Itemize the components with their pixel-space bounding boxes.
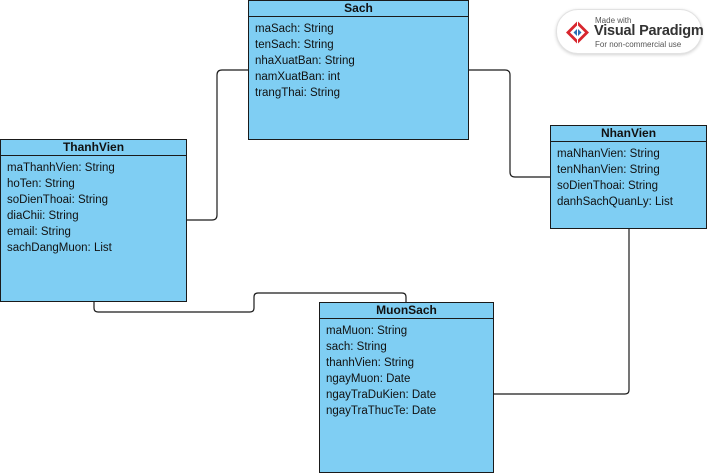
brand-name: Visual Paradigm — [594, 23, 704, 39]
attribute-list: maSach: String tenSach: String nhaXuatBa… — [249, 17, 468, 101]
attribute: nhaXuatBan: String — [255, 55, 355, 67]
association-sach-nhanvien — [469, 69, 550, 178]
attribute: soDienThoai: String — [7, 194, 108, 206]
attribute: diaChii: String — [7, 210, 79, 222]
class-box-thanhvien[interactable]: ThanhVien maThanhVien: String hoTen: Str… — [0, 139, 187, 302]
attribute: tenNhanVien: String — [557, 164, 660, 176]
attribute: trangThai: String — [255, 87, 341, 99]
attribute: namXuatBan: int — [255, 71, 341, 83]
attribute: maNhanVien: String — [557, 148, 660, 160]
attribute: ngayTraThucTe: Date — [326, 405, 437, 417]
attribute-list: maMuon: String sach: String thanhVien: S… — [320, 319, 493, 419]
class-box-muonsach[interactable]: MuonSach maMuon: String sach: String tha… — [319, 302, 494, 473]
class-name: MuonSach — [320, 303, 493, 319]
usage-note: For non-commercial use — [595, 40, 682, 49]
attribute-list: maNhanVien: String tenNhanVien: String s… — [551, 142, 706, 210]
attribute: sachDangMuon: List — [7, 242, 112, 254]
class-box-nhanvien[interactable]: NhanVien maNhanVien: String tenNhanVien:… — [550, 125, 707, 229]
attribute: soDienThoai: String — [557, 180, 658, 192]
association-nhanvien-muonsach — [494, 229, 630, 395]
made-with-text: Made with — [595, 16, 632, 25]
attribute: ngayTraDuKien: Date — [326, 389, 437, 401]
attribute: hoTen: String — [7, 178, 75, 190]
attribute: email: String — [7, 226, 71, 238]
attribute: danhSachQuanLy: List — [557, 196, 673, 208]
attribute: maThanhVien: String — [7, 162, 115, 174]
association-thanhvien-sach — [187, 69, 248, 221]
attribute: maMuon: String — [326, 325, 408, 337]
visual-paradigm-logo-icon — [566, 21, 589, 44]
attribute: ngayMuon: Date — [326, 373, 411, 385]
attribute: tenSach: String — [255, 39, 334, 51]
attribute-list: maThanhVien: String hoTen: String soDien… — [1, 156, 186, 256]
class-box-sach[interactable]: Sach maSach: String tenSach: String nhaX… — [248, 0, 469, 140]
class-name: NhanVien — [551, 126, 706, 142]
attribute: sach: String — [326, 341, 387, 353]
class-name: Sach — [249, 1, 468, 17]
class-name: ThanhVien — [1, 140, 186, 156]
visual-paradigm-watermark: Made with Visual Paradigm For non-commer… — [556, 9, 704, 54]
attribute: maSach: String — [255, 23, 334, 35]
attribute: thanhVien: String — [326, 357, 415, 369]
